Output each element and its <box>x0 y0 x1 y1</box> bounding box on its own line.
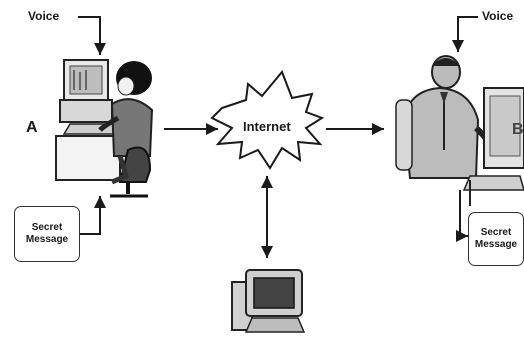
right-secret-message-line1: Secret <box>480 227 512 238</box>
left-message-arrow <box>80 196 106 235</box>
left-secret-message-line1: Secret <box>31 222 63 233</box>
node-b-label: B <box>512 121 524 138</box>
man-at-computer-icon <box>395 55 524 206</box>
right-secret-message-line2: Message <box>474 239 518 250</box>
left-voice-label: Voice <box>28 9 60 23</box>
right-voice-label: Voice <box>482 9 514 23</box>
node-a-label: A <box>26 119 38 136</box>
internet-label: Internet <box>243 119 291 134</box>
internet-cloud-icon <box>210 70 325 170</box>
left-secret-message-box: Secret Message <box>14 206 80 262</box>
right-secret-message-box: Secret Message <box>468 212 524 266</box>
observer-computer-icon <box>231 269 306 333</box>
left-voice-arrow <box>78 16 106 55</box>
left-secret-message-line2: Message <box>25 234 69 245</box>
right-voice-arrow <box>452 16 478 52</box>
woman-at-computer-icon <box>55 59 154 198</box>
right-message-arrow <box>456 190 468 242</box>
